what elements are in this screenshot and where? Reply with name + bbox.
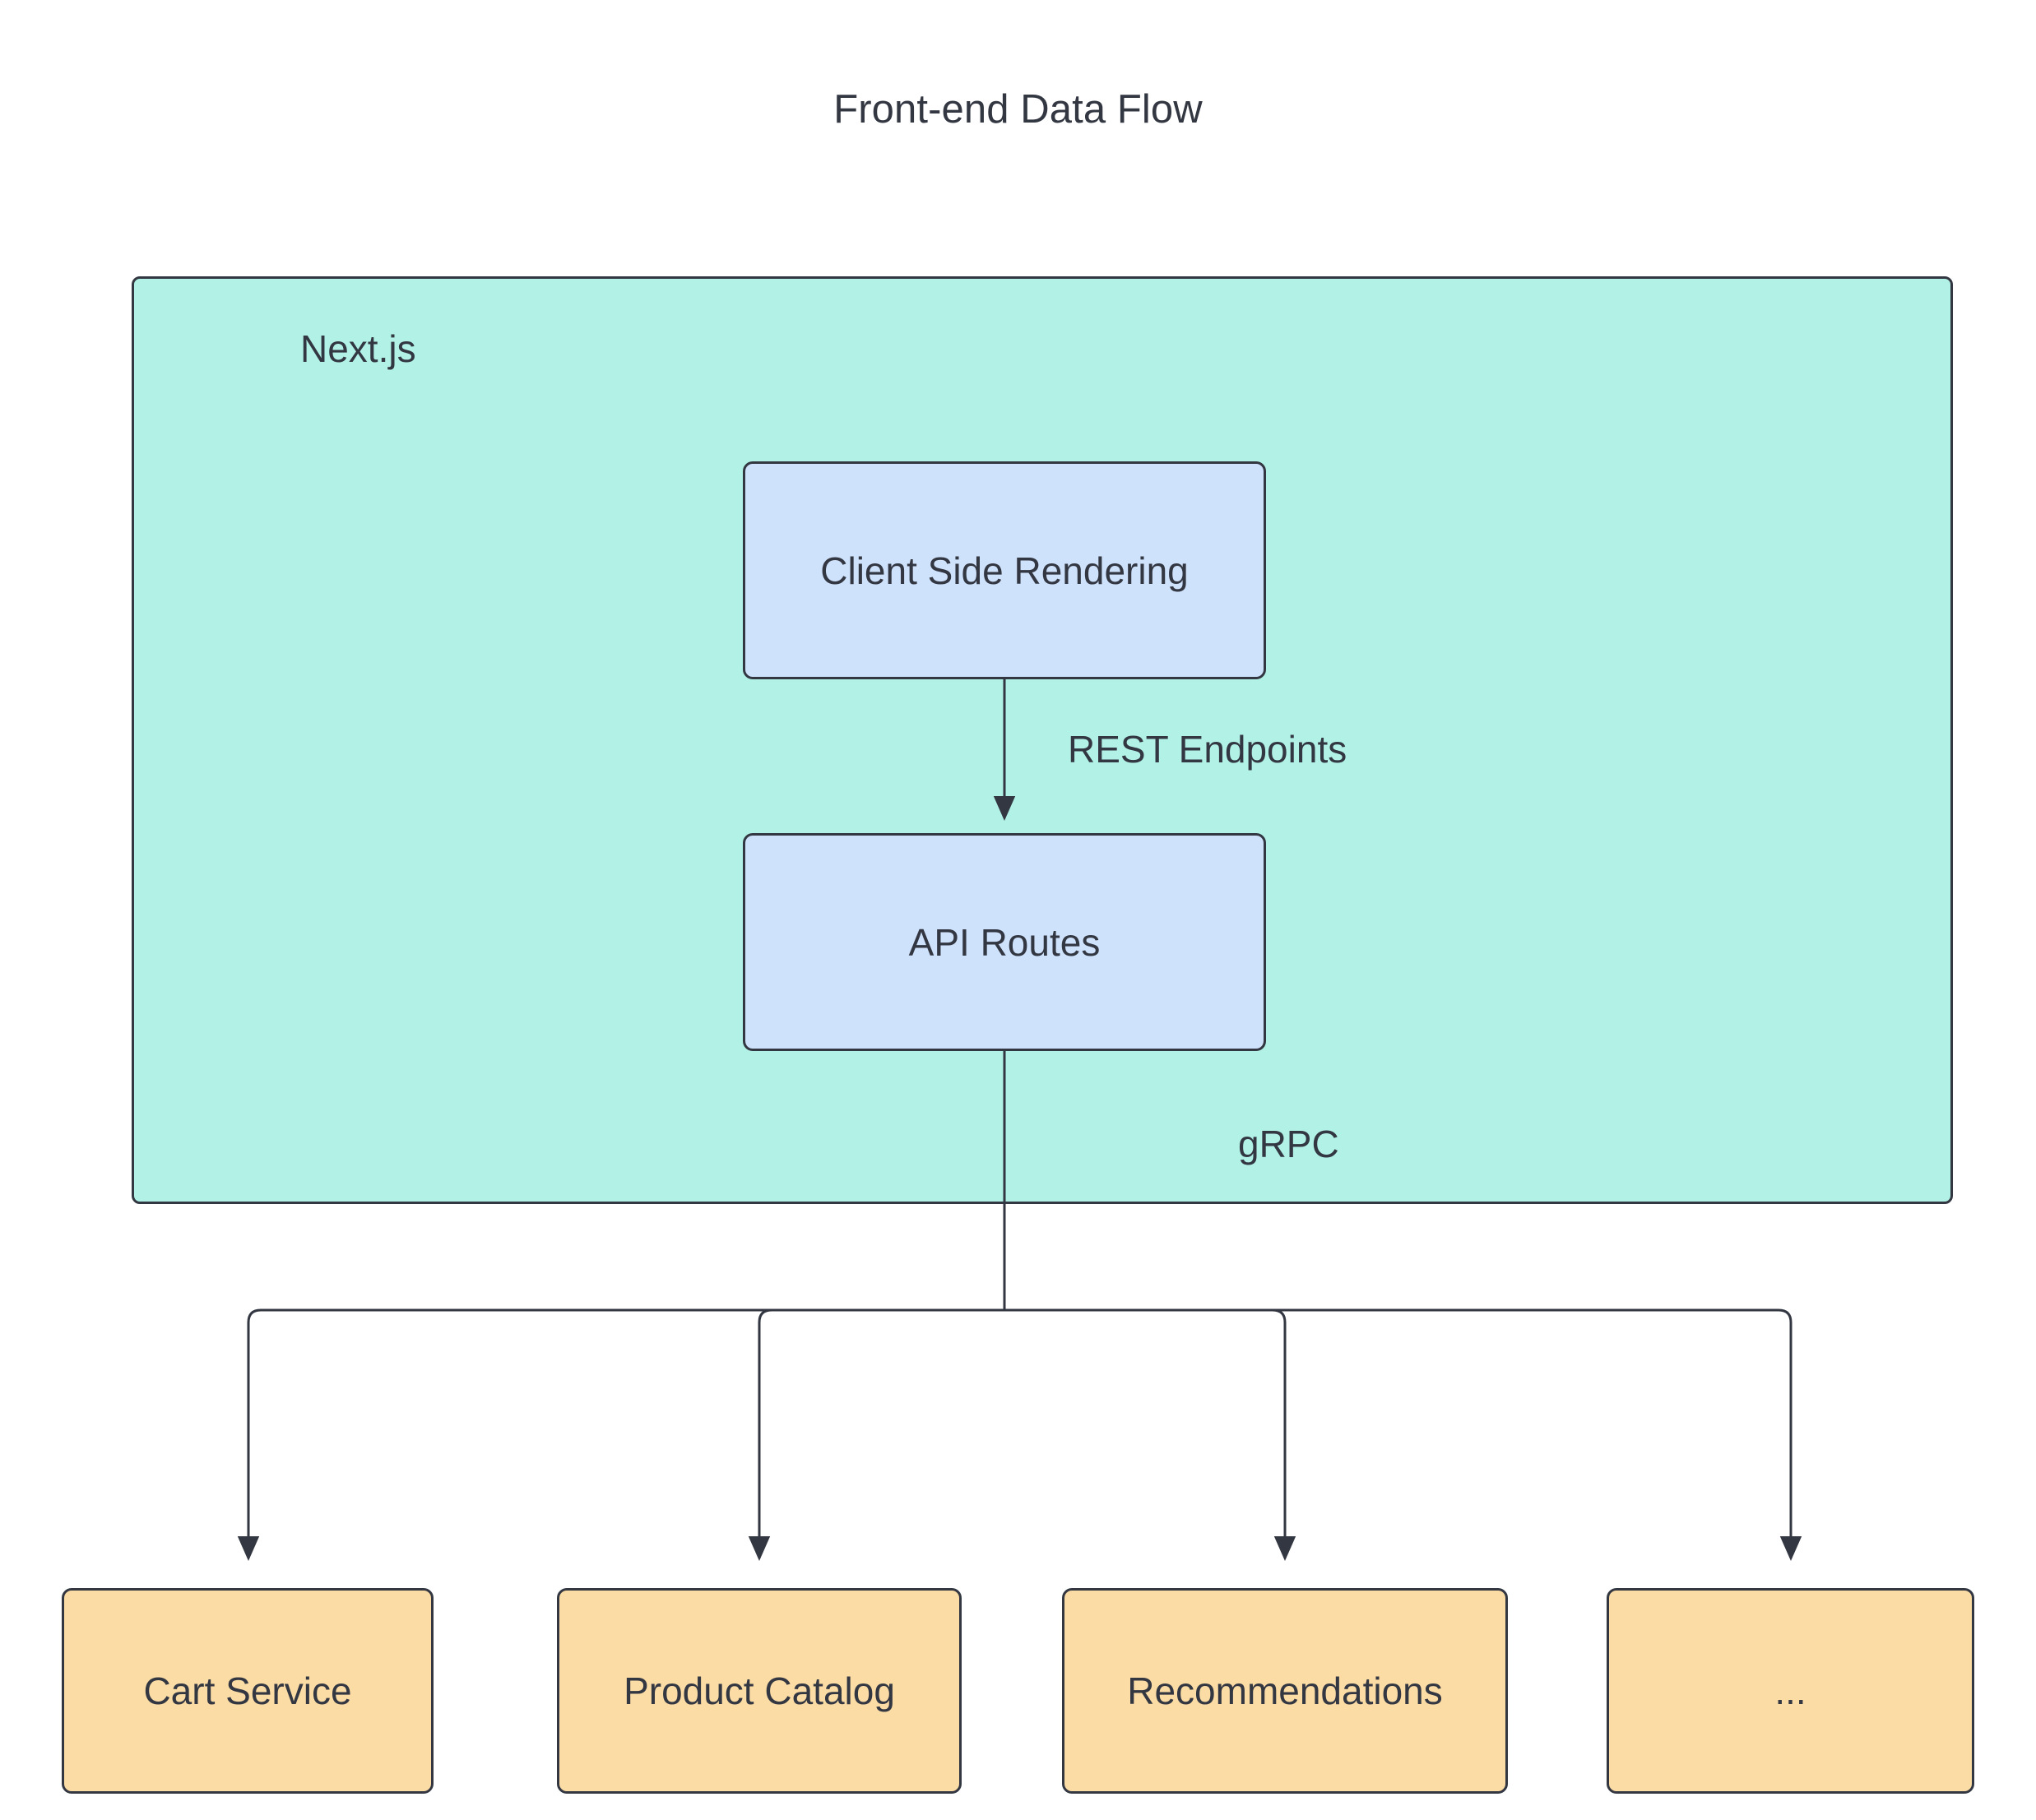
node-cart-service-label: Cart Service [143,1669,352,1712]
node-product-catalog[interactable]: Product Catalog [557,1588,962,1794]
diagram-title: Front-end Data Flow [833,87,1203,132]
edge-api-routes-to-more-services [1004,1308,1802,1561]
node-api-routes[interactable]: API Routes [743,833,1266,1051]
node-api-routes-label: API Routes [908,920,1101,964]
subgraph-nextjs-label: Next.js [300,327,416,370]
node-more-services[interactable]: ... [1607,1588,1974,1794]
node-product-catalog-label: Product Catalog [624,1669,895,1712]
node-more-services-label: ... [1774,1669,1806,1712]
subgraph-nextjs[interactable] [132,276,1953,1204]
node-recommendations-label: Recommendations [1127,1669,1443,1712]
node-cart-service[interactable]: Cart Service [62,1588,434,1794]
node-recommendations[interactable]: Recommendations [1062,1588,1508,1794]
edge-label-grpc: gRPC [1238,1123,1339,1165]
edge-api-routes-to-product-catalog [748,1308,1004,1561]
edge-label-rest-endpoints: REST Endpoints [1068,728,1347,771]
edge-api-routes-to-cart-service [237,1308,1004,1561]
edge-api-routes-to-recommendations [1004,1308,1296,1561]
node-client-side-rendering-label: Client Side Rendering [820,549,1189,592]
node-client-side-rendering[interactable]: Client Side Rendering [743,461,1266,679]
